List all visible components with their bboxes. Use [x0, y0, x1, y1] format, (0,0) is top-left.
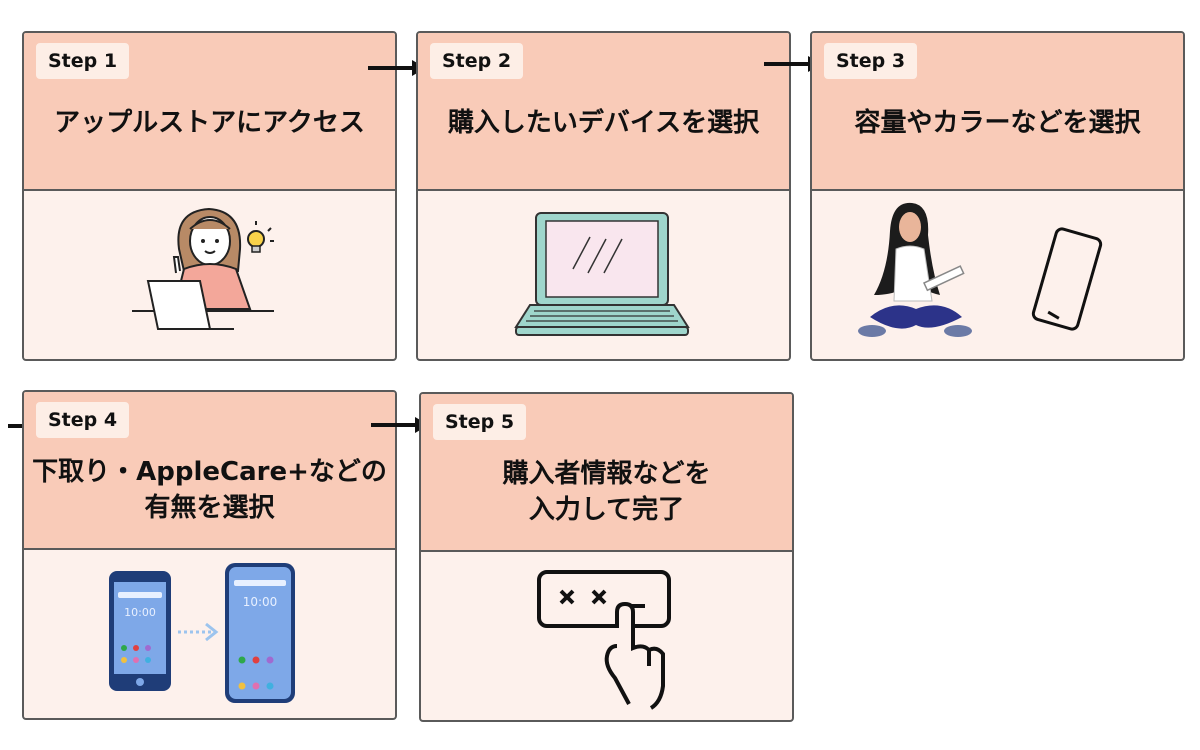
step-card-4: Step 4 下取り・AppleCare+などの 有無を選択 10:00 — [22, 390, 397, 720]
step-header-3: Step 3 容量やカラーなどを選択 — [812, 33, 1183, 191]
password-input-illustration — [421, 552, 792, 720]
laptop-illustration — [418, 191, 789, 359]
laptop-icon — [514, 212, 690, 336]
step-title-5-line-1: 購入者情報などを — [502, 459, 711, 489]
step-card-2: Step 2 購入したいデバイスを選択 — [416, 31, 791, 361]
step-title-5: 購入者情報などを 入力して完了 — [421, 456, 792, 528]
step-card-3: Step 3 容量やカラーなどを選択 — [810, 31, 1185, 361]
step-title-1-line-1: アップルストアにアクセス — [54, 108, 365, 138]
step-title-3: 容量やカラーなどを選択 — [812, 105, 1183, 141]
step-title-4-line-1: 下取り・AppleCare+などの — [32, 457, 387, 487]
woman-at-laptop-icon — [132, 207, 274, 330]
step-title-4: 下取り・AppleCare+などの 有無を選択 — [24, 454, 395, 526]
sitting-woman-icon — [858, 202, 972, 337]
woman-and-phone-illustration — [812, 191, 1183, 359]
password-touch-icon — [537, 570, 671, 710]
phone-upgrade-illustration: 10:00 10:00 — [24, 550, 395, 718]
step-badge-1: Step 1 — [36, 43, 130, 79]
new-smartphone-icon: 10:00 — [225, 563, 295, 703]
step-title-2-line-1: 購入したいデバイスを選択 — [447, 108, 760, 138]
step-badge-4: Step 4 — [36, 402, 130, 438]
step-header-2: Step 2 購入したいデバイスを選択 — [418, 33, 789, 191]
step-title-4-line-2: 有無を選択 — [144, 493, 275, 523]
step-badge-2: Step 2 — [430, 43, 524, 79]
phone-time-small: 10:00 — [124, 606, 156, 619]
step-title-5-line-2: 入力して完了 — [528, 495, 685, 525]
woman-laptop-illustration — [24, 191, 395, 359]
step-badge-3: Step 3 — [824, 43, 918, 79]
step-title-2: 購入したいデバイスを選択 — [418, 105, 789, 141]
step-title-3-line-1: 容量やカラーなどを選択 — [854, 108, 1141, 138]
step-header-1: Step 1 アップルストアにアクセス — [24, 33, 395, 191]
smartphone-icon — [1031, 227, 1103, 331]
dotted-arrow-icon — [178, 622, 219, 642]
step-header-4: Step 4 下取り・AppleCare+などの 有無を選択 — [24, 392, 395, 550]
step-title-1: アップルストアにアクセス — [24, 105, 395, 141]
phone-time-large: 10:00 — [243, 595, 278, 609]
step-card-1: Step 1 アップルストアにアクセス — [22, 31, 397, 361]
step-header-5: Step 5 購入者情報などを 入力して完了 — [421, 394, 792, 552]
old-smartphone-icon: 10:00 — [109, 571, 171, 691]
step-badge-5: Step 5 — [433, 404, 527, 440]
step-card-5: Step 5 購入者情報などを 入力して完了 — [419, 392, 794, 722]
